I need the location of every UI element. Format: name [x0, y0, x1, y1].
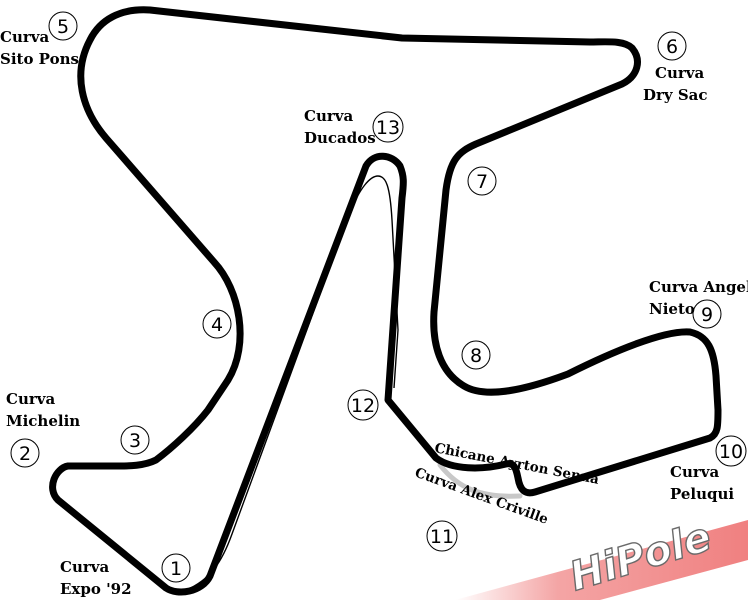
- turn-6-marker: 6 Curva Dry Sac: [643, 31, 708, 104]
- turn-1-name-line-2: Expo '92: [60, 580, 132, 598]
- turn-1-number: 1: [170, 558, 182, 580]
- turn-3-circle: [120, 425, 150, 455]
- turn-11-number: 11: [430, 526, 454, 548]
- turn-9-circle: [692, 299, 722, 329]
- turn-2-name-line-1: Curva: [6, 390, 55, 408]
- turn-6-name-line-1: Curva: [655, 64, 704, 82]
- turn-5-circle: [48, 11, 78, 41]
- turn-8-number: 8: [470, 345, 482, 367]
- turn-5-number: 5: [57, 16, 69, 38]
- turn-9-marker: 9 Curva Angel Nieto: [649, 278, 748, 329]
- turn-7-number: 7: [476, 171, 488, 193]
- turn-1-name-line-1: Curva: [60, 558, 109, 576]
- alternate-chicane-path: [437, 462, 523, 499]
- turn-4-marker: 4: [202, 309, 232, 339]
- turn-1-marker: 1 Curva Expo '92: [60, 553, 191, 598]
- turn-2-circle: [10, 438, 40, 468]
- turn-13-marker: 13 Curva Ducados: [304, 107, 404, 147]
- turn-8-circle: [461, 340, 491, 370]
- turn-11-circle: [426, 520, 458, 552]
- turn-10-name-line-2: Peluqui: [670, 485, 734, 503]
- turn-5-name-line-2: Sito Pons: [0, 50, 79, 68]
- turn-13-circle: [372, 111, 404, 143]
- turn-9-number: 9: [701, 304, 713, 326]
- turn-5-name-line-1: Curva: [0, 28, 49, 46]
- turn-2-number: 2: [19, 443, 31, 465]
- logo-stripe: [455, 520, 748, 600]
- turn-13-name-line-2: Ducados: [304, 129, 376, 147]
- turn-2-name-line-2: Michelin: [6, 412, 80, 430]
- turn-3-number: 3: [129, 430, 141, 452]
- turn-10-name-line-1: Curva: [670, 463, 719, 481]
- pit-lane-path: [185, 175, 399, 591]
- turn-6-number: 6: [666, 36, 678, 58]
- track-path: [49, 6, 722, 596]
- turn-1-circle: [161, 553, 191, 583]
- turn-2-marker: 2 Curva Michelin: [6, 390, 80, 468]
- turn-10-number: 10: [719, 441, 743, 463]
- turn-12-marker: 12: [347, 389, 379, 421]
- hipole-logo: HiPole: [455, 513, 748, 600]
- turn-8-marker: 8: [461, 340, 491, 370]
- turn-10-marker: 10 Curva Peluqui: [670, 435, 747, 503]
- turn-5-marker: 5 Curva Sito Pons: [0, 11, 79, 68]
- turn-10-circle: [715, 435, 747, 467]
- turn-12-number: 12: [351, 395, 375, 417]
- turn-12-circle: [347, 389, 379, 421]
- turn-7-circle: [467, 166, 497, 196]
- turn-6-name-line-2: Dry Sac: [643, 86, 708, 104]
- turn-13-name-line-1: Curva: [304, 107, 353, 125]
- turn-9-name-line-2: Nieto: [649, 300, 695, 318]
- turn-6-circle: [657, 31, 687, 61]
- turn-3-marker: 3: [120, 425, 150, 455]
- turn-4-circle: [202, 309, 232, 339]
- turn-11-marker: 11: [426, 520, 458, 552]
- turn-4-number: 4: [211, 314, 223, 336]
- turn-7-marker: 7: [467, 166, 497, 196]
- turn-9-name-line-1: Curva Angel: [649, 278, 748, 296]
- turn-13-number: 13: [376, 117, 400, 139]
